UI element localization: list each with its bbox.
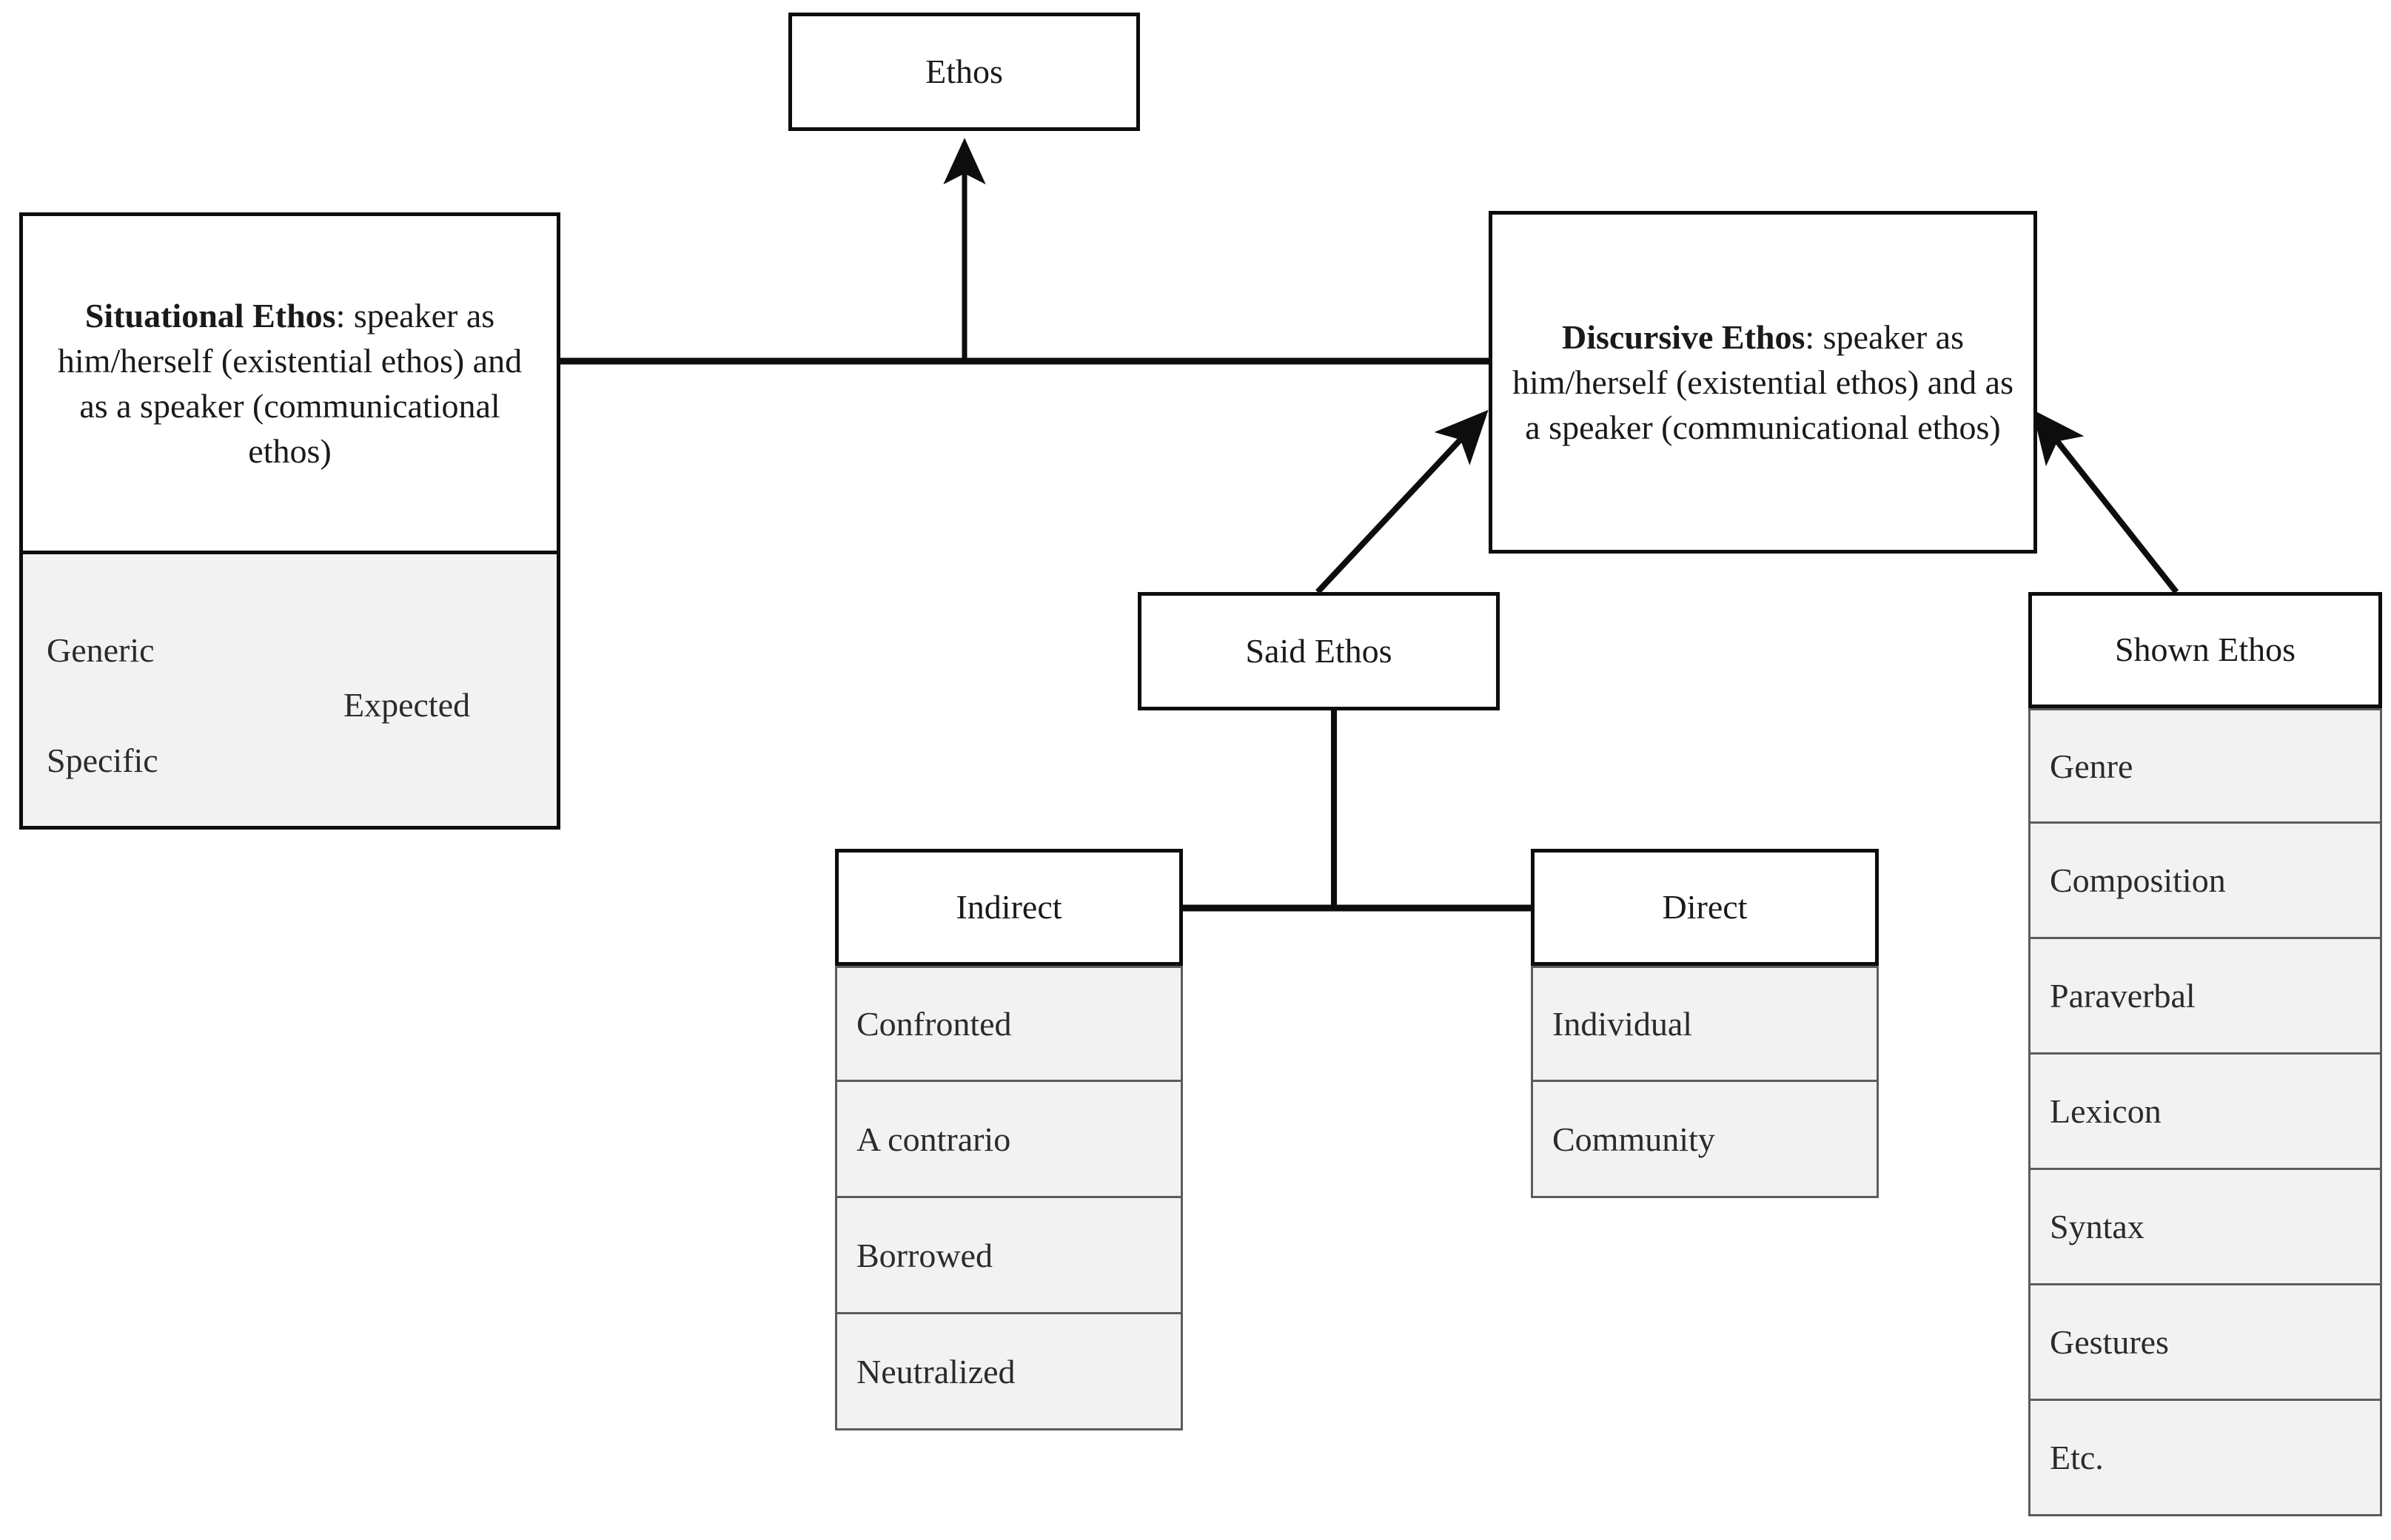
label-specific: Specific <box>47 742 158 779</box>
node-situational-ethos[interactable]: Situational Ethos: speaker as him/hersel… <box>19 212 560 554</box>
node-direct[interactable]: Direct <box>1531 849 1879 966</box>
connector-shown-to-discursive <box>2032 409 2179 594</box>
list-item-label: Etc. <box>2050 1439 2104 1476</box>
list-item-label: Lexicon <box>2050 1092 2162 1130</box>
situational-ethos-heading: Situational Ethos <box>84 296 336 334</box>
list-item[interactable]: Confronted <box>835 966 1183 1082</box>
list-item-label: Individual <box>1552 1005 1693 1043</box>
list-item-label: A contrario <box>856 1120 1011 1158</box>
node-ethos-label: Ethos <box>925 53 1003 90</box>
node-indirect[interactable]: Indirect <box>835 849 1183 966</box>
group-direct: Direct Individual Community <box>1531 849 1879 1198</box>
node-shown-ethos-label: Shown Ethos <box>2114 631 2296 669</box>
shown-ethos-list: Genre Composition Paraverbal Lexicon Syn… <box>2028 708 2382 1516</box>
list-item-label: Composition <box>2050 861 2226 899</box>
discursive-ethos-body: : speaker as him/herself (existential et… <box>1512 317 2014 447</box>
node-shown-ethos[interactable]: Shown Ethos <box>2028 592 2382 708</box>
list-item[interactable]: Community <box>1531 1082 1879 1198</box>
list-item-label: Syntax <box>2050 1208 2144 1245</box>
direct-list: Individual Community <box>1531 966 1879 1198</box>
list-item-label: Paraverbal <box>2050 977 2196 1015</box>
node-direct-label: Direct <box>1662 887 1748 926</box>
list-item-label: Borrowed <box>856 1236 993 1274</box>
panel-expected: Generic Specific Expected <box>19 554 560 830</box>
list-item-label: Community <box>1552 1120 1715 1158</box>
node-ethos[interactable]: Ethos <box>788 13 1140 131</box>
group-indirect: Indirect Confronted A contrario Borrowed… <box>835 849 1183 1430</box>
situational-ethos-body: : speaker as him/herself (existential et… <box>57 296 523 471</box>
list-item[interactable]: Genre <box>2028 708 2382 824</box>
node-said-ethos-label: Said Ethos <box>1245 632 1392 670</box>
list-item[interactable]: Syntax <box>2028 1170 2382 1285</box>
list-item-label: Genre <box>2050 747 2133 785</box>
indirect-list: Confronted A contrario Borrowed Neutrali… <box>835 966 1183 1430</box>
connector-said-to-discursive <box>1315 409 1489 594</box>
discursive-ethos-text: Discursive Ethos: speaker as him/herself… <box>1492 315 2033 451</box>
list-item[interactable]: Paraverbal <box>2028 939 2382 1055</box>
list-item-label: Gestures <box>2050 1323 2169 1361</box>
node-indirect-label: Indirect <box>956 887 1062 926</box>
list-item[interactable]: Etc. <box>2028 1401 2382 1516</box>
discursive-ethos-heading: Discursive Ethos <box>1562 317 1805 356</box>
list-item[interactable]: Neutralized <box>835 1314 1183 1430</box>
group-shown-ethos: Shown Ethos Genre Composition Paraverbal… <box>2028 592 2382 1516</box>
label-expected: Expected <box>343 686 471 724</box>
situational-ethos-text: Situational Ethos: speaker as him/hersel… <box>23 293 557 474</box>
list-item[interactable]: Lexicon <box>2028 1055 2382 1170</box>
node-said-ethos[interactable]: Said Ethos <box>1138 592 1500 710</box>
list-item[interactable]: A contrario <box>835 1082 1183 1198</box>
list-item[interactable]: Composition <box>2028 824 2382 939</box>
list-item[interactable]: Gestures <box>2028 1285 2382 1401</box>
list-item[interactable]: Individual <box>1531 966 1879 1082</box>
list-item-label: Neutralized <box>856 1352 1016 1391</box>
list-item-label: Confronted <box>856 1005 1012 1043</box>
label-generic: Generic <box>47 631 155 669</box>
node-discursive-ethos[interactable]: Discursive Ethos: speaker as him/herself… <box>1489 211 2037 554</box>
list-item[interactable]: Borrowed <box>835 1198 1183 1314</box>
